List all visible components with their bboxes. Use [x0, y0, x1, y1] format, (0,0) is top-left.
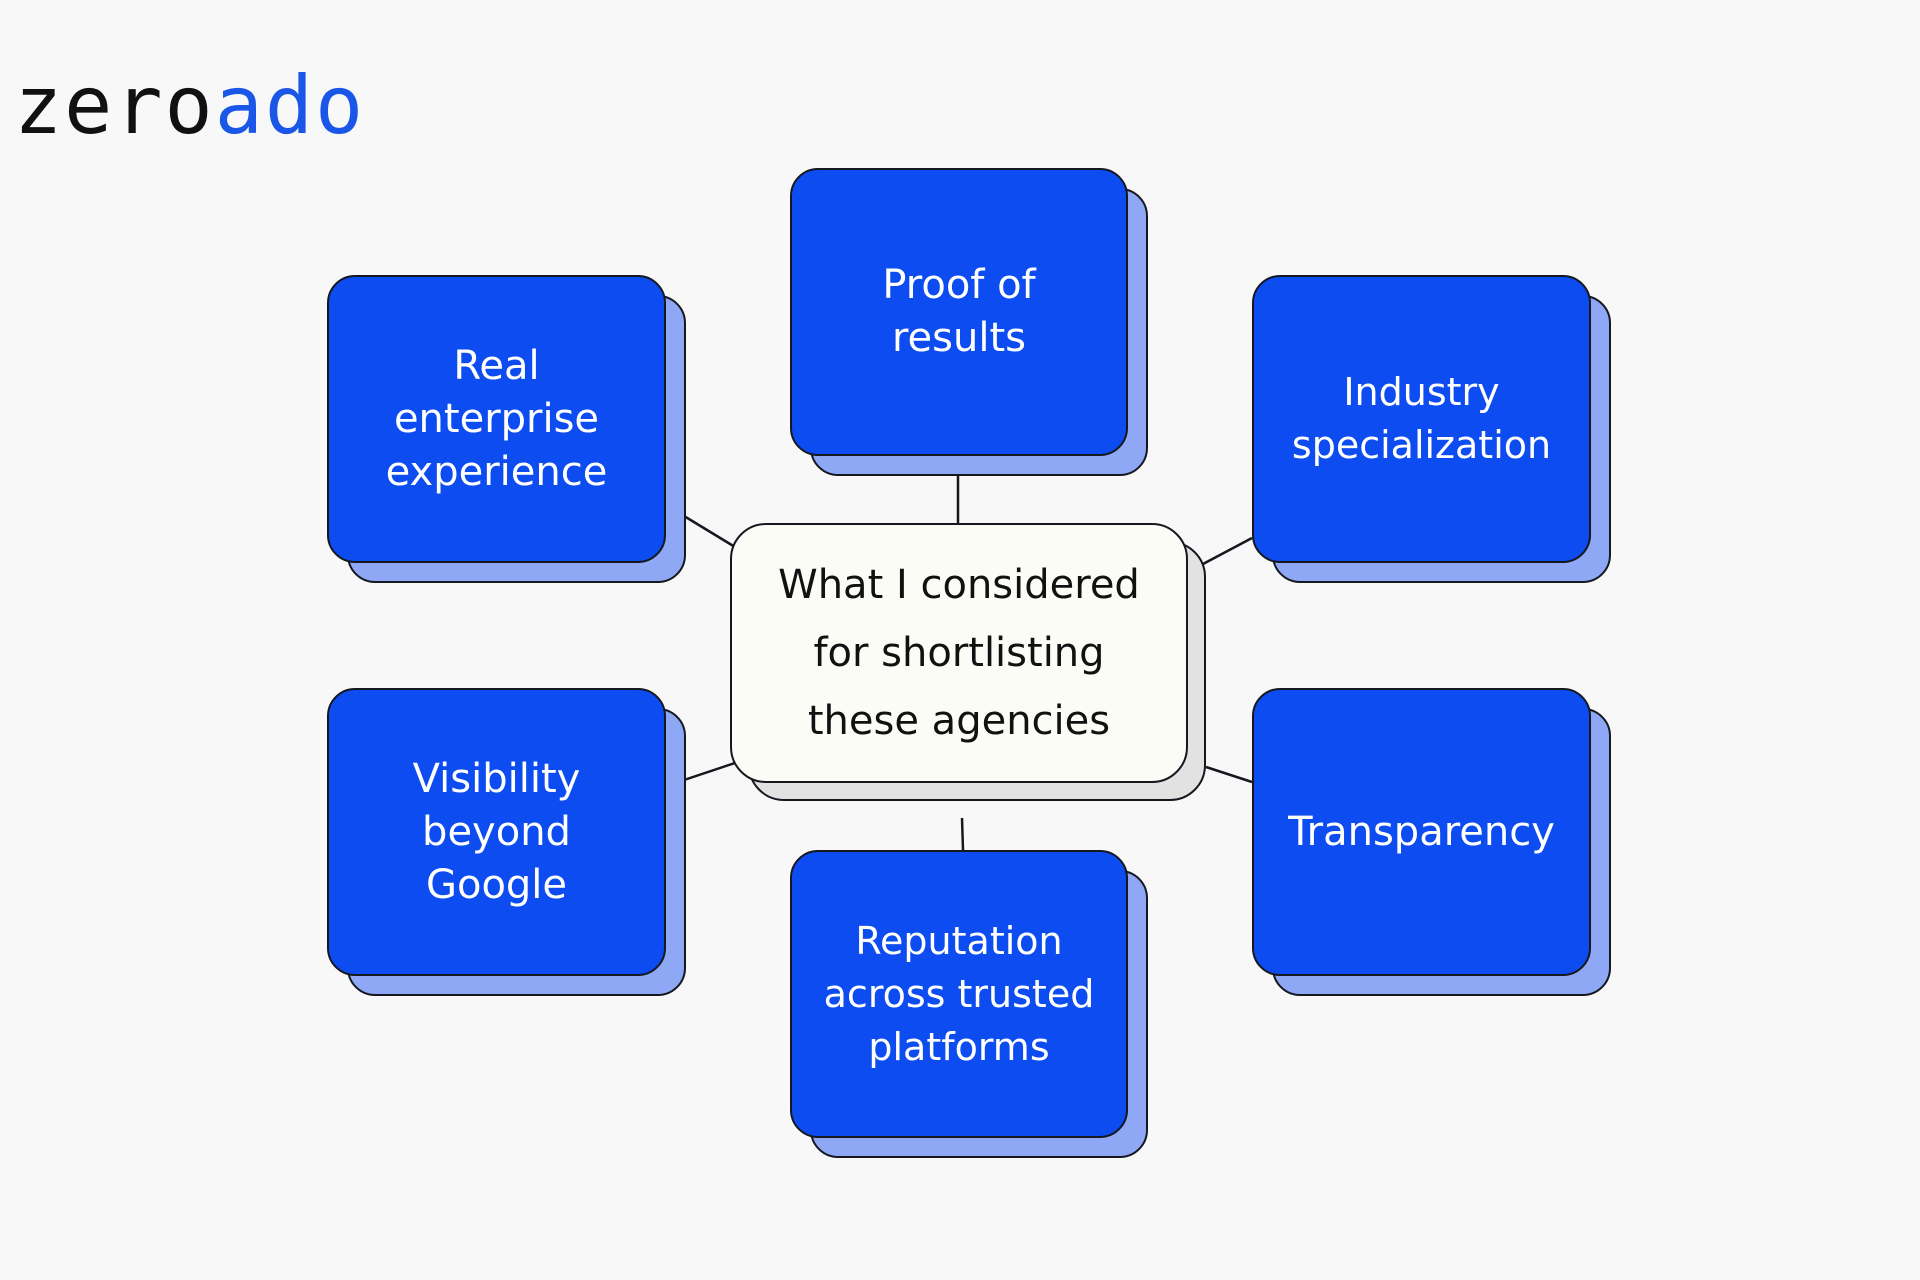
- node-face: Reputation across trusted platforms: [790, 850, 1128, 1138]
- node-face: Industry specialization: [1252, 275, 1591, 563]
- node-label: Visibility beyond Google: [412, 755, 581, 908]
- connector-enterprise: [683, 514, 736, 549]
- connector-industry: [1202, 536, 1253, 566]
- central-topic-label: What I considered for shortlisting these…: [778, 562, 1140, 744]
- brand-logo-part-ado: ado: [214, 59, 366, 152]
- node-label: Reputation across trusted platforms: [823, 918, 1095, 1069]
- central-topic-face: What I considered for shortlisting these…: [730, 523, 1188, 783]
- node-face: Proof of results: [790, 168, 1128, 456]
- connector-reputation: [960, 817, 965, 851]
- node-label: Proof of results: [882, 262, 1036, 361]
- node-visibility-beyond-google: Visibility beyond Google: [327, 688, 686, 996]
- central-topic: What I considered for shortlisting these…: [730, 523, 1206, 801]
- node-face: Real enterprise experience: [327, 275, 666, 563]
- node-label: Transparency: [1288, 808, 1555, 855]
- connector-transparency: [1205, 765, 1253, 784]
- node-face: Transparency: [1252, 688, 1591, 976]
- node-label: Industry specialization: [1291, 370, 1552, 467]
- brand-logo-part-zero: zero: [14, 59, 215, 152]
- brand-logo: zeroado: [14, 66, 365, 146]
- node-real-enterprise-experience: Real enterprise experience: [327, 275, 686, 583]
- node-transparency: Transparency: [1252, 688, 1611, 996]
- node-label: Real enterprise experience: [385, 342, 608, 495]
- node-reputation-across-trusted-platforms: Reputation across trusted platforms: [790, 850, 1148, 1158]
- node-proof-of-results: Proof of results: [790, 168, 1148, 476]
- connector-visibility: [683, 761, 736, 782]
- node-industry-specialization: Industry specialization: [1252, 275, 1611, 583]
- node-face: Visibility beyond Google: [327, 688, 666, 976]
